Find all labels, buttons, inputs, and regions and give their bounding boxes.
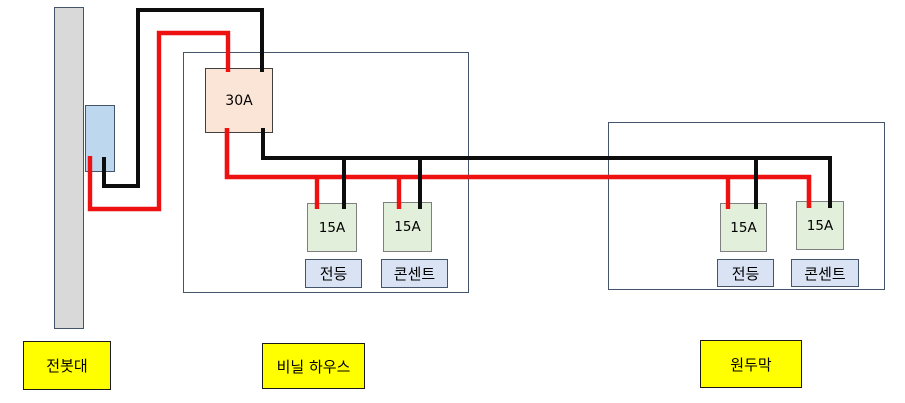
load-label-text: 전등 (319, 265, 348, 283)
site-label-text: 전봇대 (46, 357, 88, 375)
main-breaker-30a: 30A (205, 68, 273, 133)
load-label-text: 콘센트 (804, 264, 846, 283)
service-entrance-box (85, 105, 115, 172)
site-label-vinyl-house: 비닐 하우스 (262, 343, 365, 389)
breaker-rating: 15A (394, 219, 421, 235)
hut-breaker-outlet: 15A (796, 201, 844, 250)
load-label-text: 전등 (731, 264, 760, 283)
site-label-hut: 원두막 (700, 340, 802, 388)
main-breaker-rating: 30A (225, 92, 253, 109)
hut-breaker-light: 15A (720, 203, 767, 252)
breaker-rating: 15A (806, 217, 834, 234)
site-label-pole: 전봇대 (23, 341, 111, 390)
hut-load-label-outlet: 콘센트 (791, 259, 859, 287)
vinyl-house-breaker-outlet: 15A (383, 202, 432, 252)
hut-load-label-light: 전등 (717, 259, 774, 287)
vinyl-house-load-label-outlet: 콘센트 (381, 259, 448, 288)
breaker-rating: 15A (318, 219, 346, 236)
vinyl-house-breaker-light: 15A (307, 203, 357, 252)
site-label-text: 비닐 하우스 (276, 357, 351, 376)
breaker-rating: 15A (730, 219, 757, 236)
site-label-text: 원두막 (730, 355, 772, 374)
load-label-text: 콘센트 (393, 265, 436, 283)
vinyl-house-load-label-light: 전등 (305, 259, 362, 288)
utility-pole (54, 7, 84, 329)
